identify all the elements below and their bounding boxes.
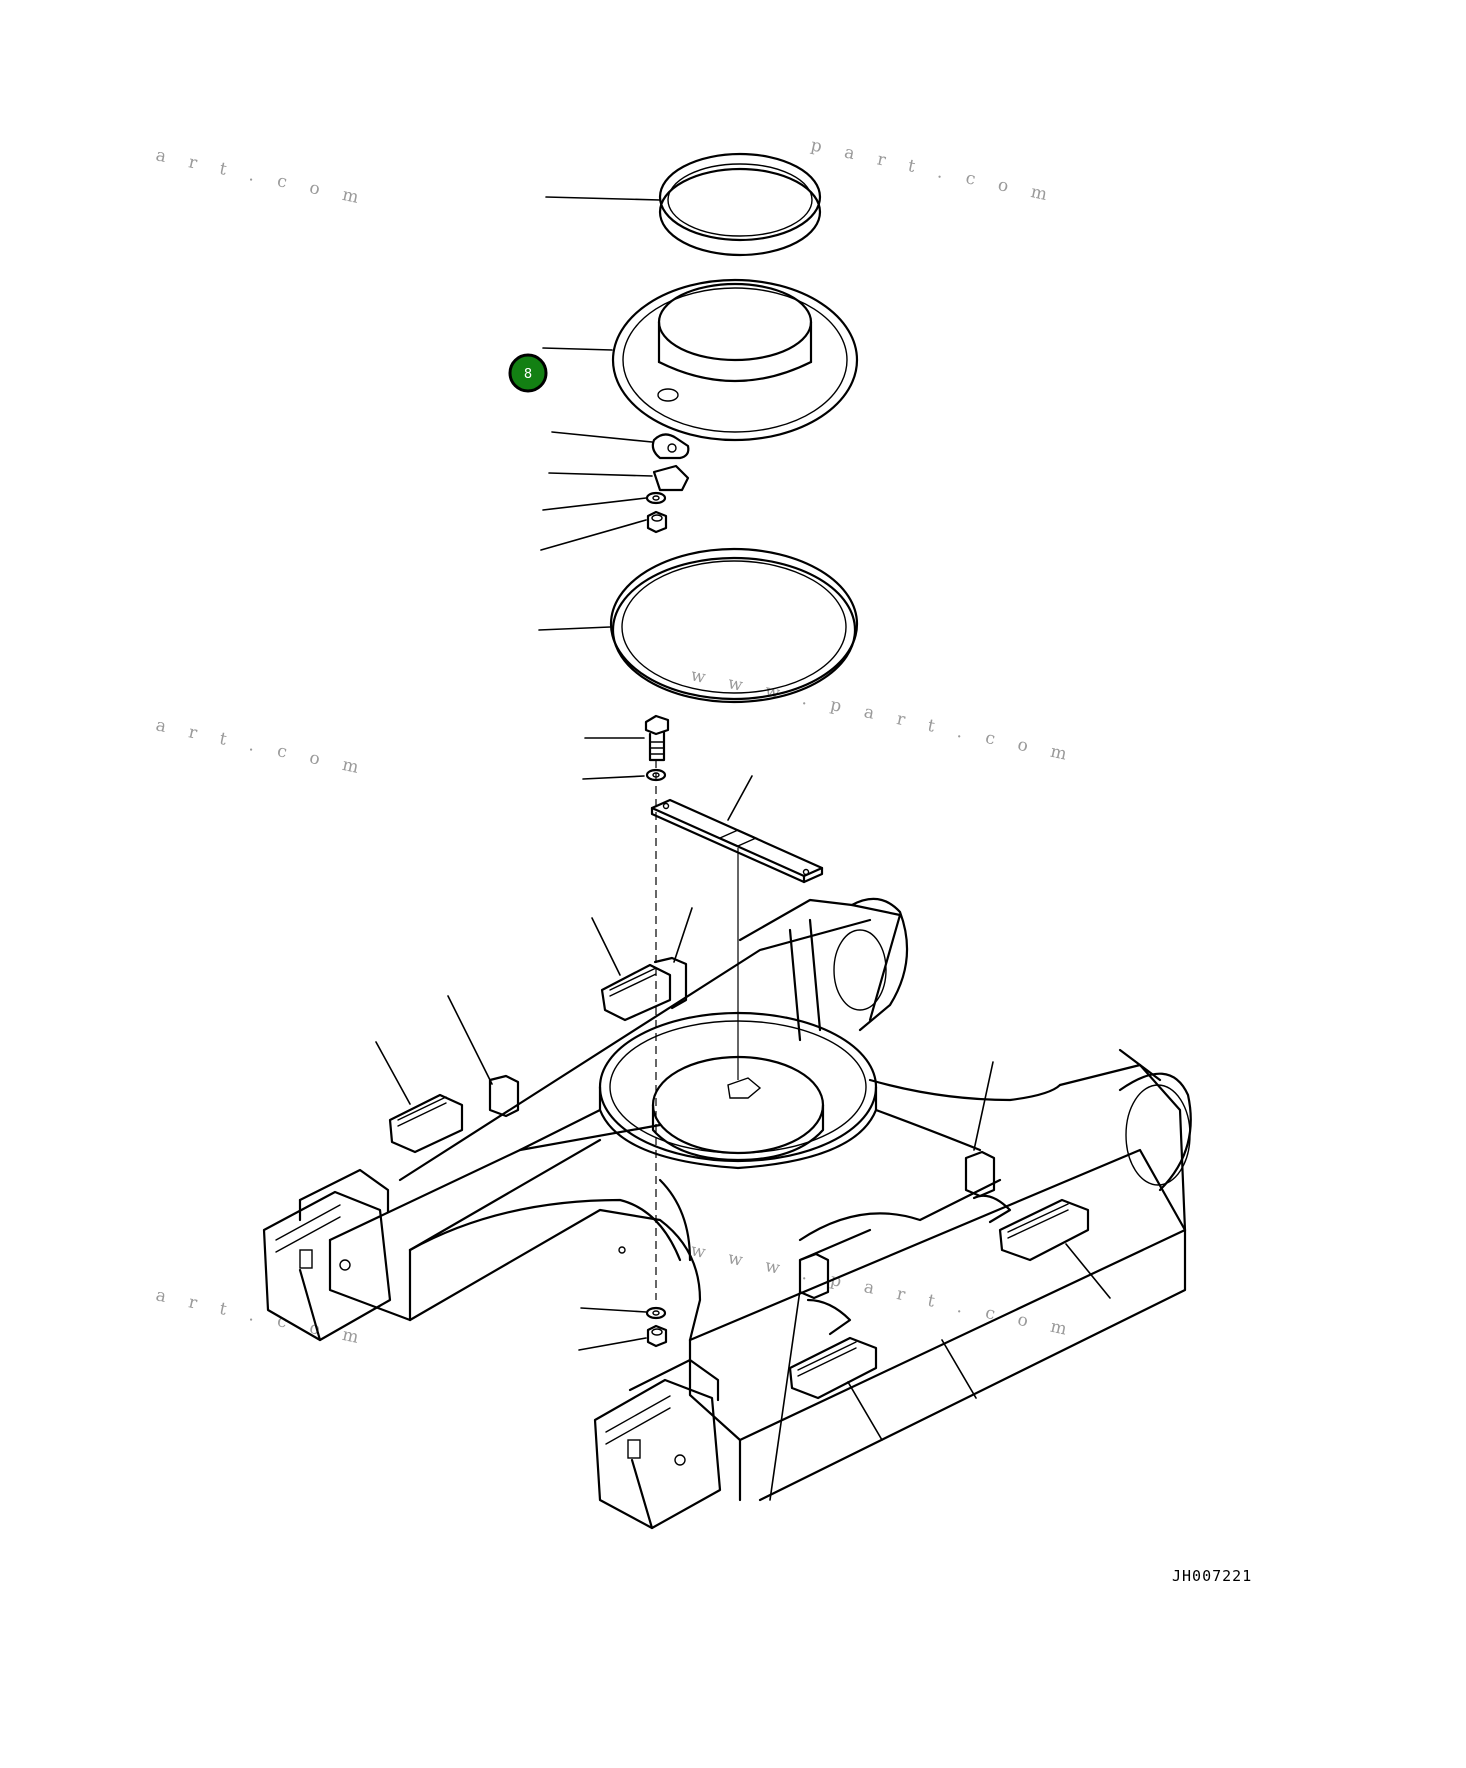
cap-plate[interactable]	[548, 464, 690, 492]
washer-top[interactable]	[542, 491, 667, 511]
watermark-4: w w w . p a r t . c o m	[689, 665, 1077, 766]
hotspot-8-button[interactable]: 8	[508, 353, 548, 393]
watermark-6: a r t . c o m	[154, 1285, 369, 1349]
track-guide-right[interactable]	[964, 1061, 1111, 1299]
watermark-3: a r t . c o m	[154, 715, 369, 779]
track-guide-lower[interactable]	[769, 1252, 977, 1501]
nut-bottom[interactable]	[578, 1324, 668, 1351]
drawing-code: JH007221	[1172, 1567, 1252, 1585]
seal-ring[interactable]	[545, 152, 822, 257]
cover-plate[interactable]	[650, 775, 824, 884]
washer-mid[interactable]	[582, 768, 667, 782]
watermark-2: p a r t . c o m	[809, 135, 1058, 207]
cover-flange[interactable]	[542, 278, 859, 442]
nut-top[interactable]	[540, 510, 668, 551]
track-frame[interactable]	[262, 897, 1192, 1530]
hotspot-8-label: 8	[524, 367, 532, 382]
bolt[interactable]	[584, 714, 670, 762]
track-guide-upper[interactable]	[591, 907, 693, 1022]
track-guide-left[interactable]	[375, 995, 520, 1154]
watermark-1: a r t . c o m	[154, 145, 369, 209]
washer-bottom[interactable]	[580, 1306, 667, 1320]
gasket[interactable]	[551, 431, 690, 460]
bearing-ring[interactable]	[538, 547, 859, 704]
